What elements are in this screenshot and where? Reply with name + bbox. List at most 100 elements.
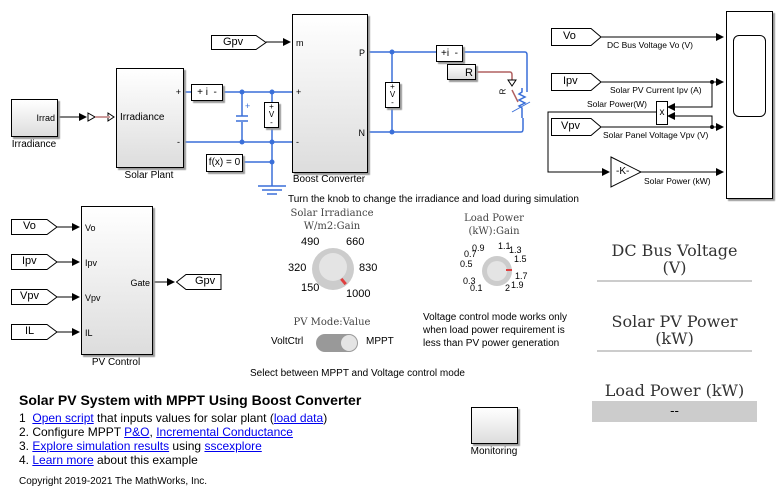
solar-plant-block[interactable]: Irradiance + - (116, 68, 184, 168)
tick: 1.5 (514, 254, 527, 264)
tick: 0.3 (463, 276, 476, 286)
knob-title: W/m2:Gain (303, 221, 361, 232)
product-block[interactable]: x (656, 101, 668, 125)
signal-label: Solar Panel Voltage Vpv (V) (603, 130, 709, 140)
signal-label: Solar Power (kW) (644, 176, 711, 186)
mode-right-label: MPPT (366, 336, 394, 347)
knob-title: Load Power (464, 213, 524, 224)
display-solar-pv-power: Solar PV Power(kW) (611, 312, 738, 348)
monitoring-block[interactable] (471, 407, 518, 444)
port-minus: - (296, 137, 299, 147)
scope-screen (733, 35, 766, 117)
current-sensor[interactable]: + i - (191, 84, 223, 101)
tick: 660 (346, 236, 365, 248)
load-current-sensor[interactable]: +i - (436, 45, 463, 62)
gpv-tag-label: Gpv (195, 275, 216, 287)
load-knob[interactable] (482, 256, 512, 286)
tick: 1.9 (511, 280, 524, 290)
tick: 490 (301, 236, 320, 248)
ipv-tag[interactable]: Ipv (563, 75, 578, 87)
display-value-line (597, 350, 752, 352)
display-value-line (597, 280, 752, 282)
solver-config[interactable]: f(x) = 0 (206, 154, 243, 172)
gain-block[interactable]: -K- (616, 166, 630, 177)
tick: 1.1 (498, 241, 511, 251)
model-title: Solar PV System with MPPT Using Boost Co… (19, 392, 362, 408)
explore-results-link[interactable]: Explore simulation results (32, 439, 170, 453)
tick: 1.3 (509, 245, 522, 255)
pv-control-block[interactable]: Vo Ipv Vpv IL Gate (81, 206, 153, 355)
knob-needle (340, 277, 347, 286)
signal-label: DC Bus Voltage Vo (V) (607, 40, 693, 50)
mode-caption: Select between MPPT and Voltage control … (250, 368, 465, 379)
vo-tag[interactable]: Vo (563, 30, 576, 42)
knob-note: Turn the knob to change the irradiance a… (288, 194, 579, 205)
il-tag[interactable]: IL (25, 325, 35, 337)
from-tags (551, 28, 602, 136)
tick: 2 (505, 283, 511, 293)
mode-left-label: VoltCtrl (271, 336, 304, 347)
sscexplore-link[interactable]: sscexplore (204, 439, 262, 453)
display-load-power-title: Load Power (kW) (604, 381, 745, 400)
tick: 150 (301, 282, 320, 294)
port-label: Irradiance (120, 112, 165, 123)
tick: 0.9 (472, 243, 485, 253)
display-dc-bus-voltage: DC Bus Voltage(V) (611, 241, 738, 277)
port-plus: + (175, 87, 181, 97)
tick: 0.1 (470, 283, 483, 293)
po-link[interactable]: P&O (124, 425, 150, 439)
port-label: Gate (130, 278, 150, 288)
irradiance-block[interactable]: Irrad (11, 99, 58, 137)
port-m: m (296, 38, 304, 48)
port-label: Ipv (85, 258, 98, 268)
solar-plant-caption: Solar Plant (124, 170, 174, 181)
tick: 0.7 (464, 249, 477, 259)
port-label: IL (85, 328, 93, 338)
tick: 0.5 (460, 259, 473, 269)
port-minus: - (177, 137, 180, 147)
capacitor-plus: + (245, 101, 251, 111)
tick: 320 (288, 262, 307, 274)
vpv-tag[interactable]: Vpv (561, 120, 580, 132)
irradiance-knob[interactable] (312, 248, 354, 290)
voltage-sensor[interactable]: + V - (264, 102, 279, 128)
resistor-label: R (498, 88, 508, 95)
port-label: Irrad (36, 113, 55, 123)
gpv-goto-tag[interactable] (176, 274, 224, 292)
vpv-tag[interactable]: Vpv (20, 290, 39, 302)
scope-block[interactable] (726, 11, 773, 199)
tick: 1000 (346, 288, 371, 300)
variable-resistor[interactable] (512, 82, 532, 122)
pv-control-caption: PV Control (91, 357, 141, 368)
boost-converter-block[interactable]: m P + N - (292, 14, 368, 173)
mode-title: PV Mode:Value (293, 317, 371, 328)
mode-toggle[interactable] (316, 334, 358, 352)
signal-label: Solar Power(W) (587, 99, 647, 109)
output-voltage-sensor[interactable]: + V - (385, 82, 400, 108)
vo-tag[interactable]: Vo (23, 220, 36, 232)
tick: 1.7 (515, 271, 528, 281)
open-script-link[interactable]: Open script (32, 411, 94, 425)
input-tags (11, 219, 58, 340)
load-data-link[interactable]: load data (273, 411, 324, 425)
knob-title: (kW):Gain (468, 226, 520, 237)
incremental-conductance-link[interactable]: Incremental Conductance (156, 425, 293, 439)
learn-more-link[interactable]: Learn more (32, 453, 94, 467)
knob-title: Solar Irradiance (290, 208, 374, 219)
gpv-from-tag[interactable] (211, 35, 269, 51)
port-plus: + (296, 87, 302, 97)
port-p: P (358, 48, 365, 58)
ipv-tag[interactable]: Ipv (22, 255, 37, 267)
gpv-tag-label: Gpv (223, 36, 244, 48)
tick: 830 (359, 262, 378, 274)
port-label: Vo (85, 223, 96, 233)
boost-caption: Boost Converter (292, 174, 366, 185)
r-block[interactable]: R (447, 64, 476, 80)
monitoring-caption: Monitoring (470, 446, 518, 457)
port-label: Vpv (85, 293, 101, 303)
signal-label: Solar PV Current Ipv (A) (610, 85, 702, 95)
port-n: N (358, 128, 366, 138)
load-power-value: -- (592, 401, 757, 422)
